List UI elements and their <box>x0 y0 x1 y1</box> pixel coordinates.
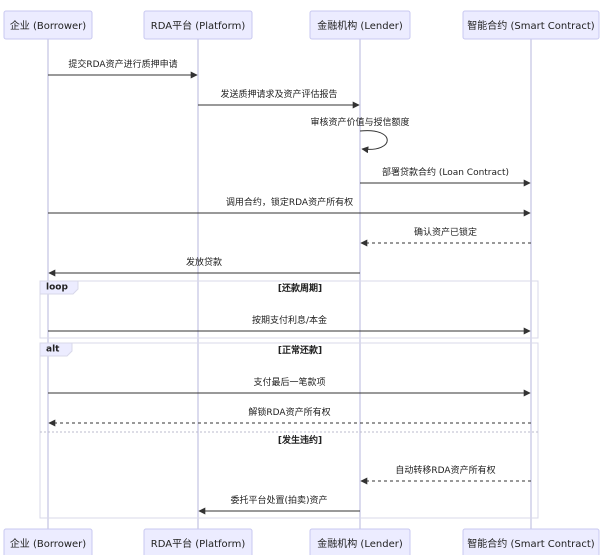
actor-label: 企业 (Borrower) <box>10 19 86 32</box>
message-label: 发送质押请求及资产评估报告 <box>220 88 337 100</box>
actor-borrower-bottom: 企业 (Borrower) <box>3 528 93 555</box>
message-2: 发送质押请求及资产评估报告 <box>198 88 360 109</box>
actor-box <box>3 10 93 40</box>
frame-tag-box <box>39 342 73 357</box>
actor-platform-top: RDA平台 (Platform) <box>143 10 253 40</box>
message-label: 按期支付利息/本金 <box>252 314 327 326</box>
alt-frame: alt [正常还款] [发生违约] <box>39 342 539 519</box>
actor-contract-top: 智能合约 (Smart Contract) <box>462 10 600 40</box>
loop-frame: loop [还款周期] <box>39 280 539 339</box>
message-label: 委托平台处置(拍卖)资产 <box>230 494 327 506</box>
actor-label: RDA平台 (Platform) <box>151 537 246 550</box>
message-7: 发放贷款 <box>48 256 360 277</box>
message-5: 调用合约，锁定RDA资产所有权 <box>48 196 531 217</box>
actor-box <box>309 10 411 40</box>
actors-bottom: 企业 (Borrower) RDA平台 (Platform) 金融机构 (Lende… <box>3 528 600 555</box>
actor-platform-bottom: RDA平台 (Platform) <box>143 528 253 555</box>
message-label: 发放贷款 <box>186 256 222 268</box>
message-6: 确认资产已锁定 <box>360 226 531 247</box>
frame-tag-label: loop <box>46 283 68 293</box>
message-10: 解锁RDA资产所有权 <box>48 406 531 427</box>
message-1: 提交RDA资产进行质押申请 <box>48 58 198 79</box>
actor-box <box>309 528 411 555</box>
actor-box <box>143 10 253 40</box>
actor-box <box>143 528 253 555</box>
actor-box <box>3 528 93 555</box>
message-8: 按期支付利息/本金 <box>48 314 531 335</box>
message-label: 解锁RDA资产所有权 <box>248 406 330 418</box>
actors-top: 企业 (Borrower) RDA平台 (Platform) 金融机构 (Lende… <box>3 10 600 40</box>
actor-contract-bottom: 智能合约 (Smart Contract) <box>462 528 600 555</box>
message-3: 审核资产价值与授信额度 <box>310 116 410 154</box>
frame-border <box>39 342 539 519</box>
message-label: 确认资产已锁定 <box>414 226 477 238</box>
message-label: 审核资产价值与授信额度 <box>310 116 409 128</box>
actor-label: RDA平台 (Platform) <box>151 19 246 32</box>
else-condition-label: [发生违约] <box>278 434 322 446</box>
actor-box <box>462 10 600 40</box>
frame-tag-label: alt <box>46 345 60 355</box>
message-label: 提交RDA资产进行质押申请 <box>68 58 177 70</box>
actor-lender-bottom: 金融机构 (Lender) <box>309 528 411 555</box>
actor-borrower-top: 企业 (Borrower) <box>3 10 93 40</box>
message-12: 委托平台处置(拍卖)资产 <box>198 494 360 515</box>
message-label: 调用合约，锁定RDA资产所有权 <box>226 196 353 208</box>
actor-label: 金融机构 (Lender) <box>317 537 403 550</box>
actor-label: 智能合约 (Smart Contract) <box>467 19 595 32</box>
actor-label: 企业 (Borrower) <box>10 537 86 550</box>
frame-condition-label: [正常还款] <box>278 344 322 356</box>
frame-tag-box <box>39 280 79 295</box>
message-label: 部署贷款合约 (Loan Contract) <box>382 166 509 178</box>
actor-label: 金融机构 (Lender) <box>317 19 403 32</box>
messages: 提交RDA资产进行质押申请发送质押请求及资产评估报告审核资产价值与授信额度部署贷… <box>48 58 531 515</box>
actor-label: 智能合约 (Smart Contract) <box>467 537 595 550</box>
message-4: 部署贷款合约 (Loan Contract) <box>360 166 531 187</box>
message-label: 支付最后一笔款项 <box>253 376 325 388</box>
actor-box <box>462 528 600 555</box>
message-label: 自动转移RDA资产所有权 <box>395 464 495 476</box>
frames: loop [还款周期] alt [正常还款] [发生违约] <box>39 280 539 519</box>
message-9: 支付最后一笔款项 <box>48 376 531 397</box>
message-11: 自动转移RDA资产所有权 <box>360 464 531 485</box>
message-arrow <box>359 130 388 154</box>
frame-condition-label: [还款周期] <box>278 282 322 294</box>
actor-lender-top: 金融机构 (Lender) <box>309 10 411 40</box>
frame-border <box>39 280 539 339</box>
